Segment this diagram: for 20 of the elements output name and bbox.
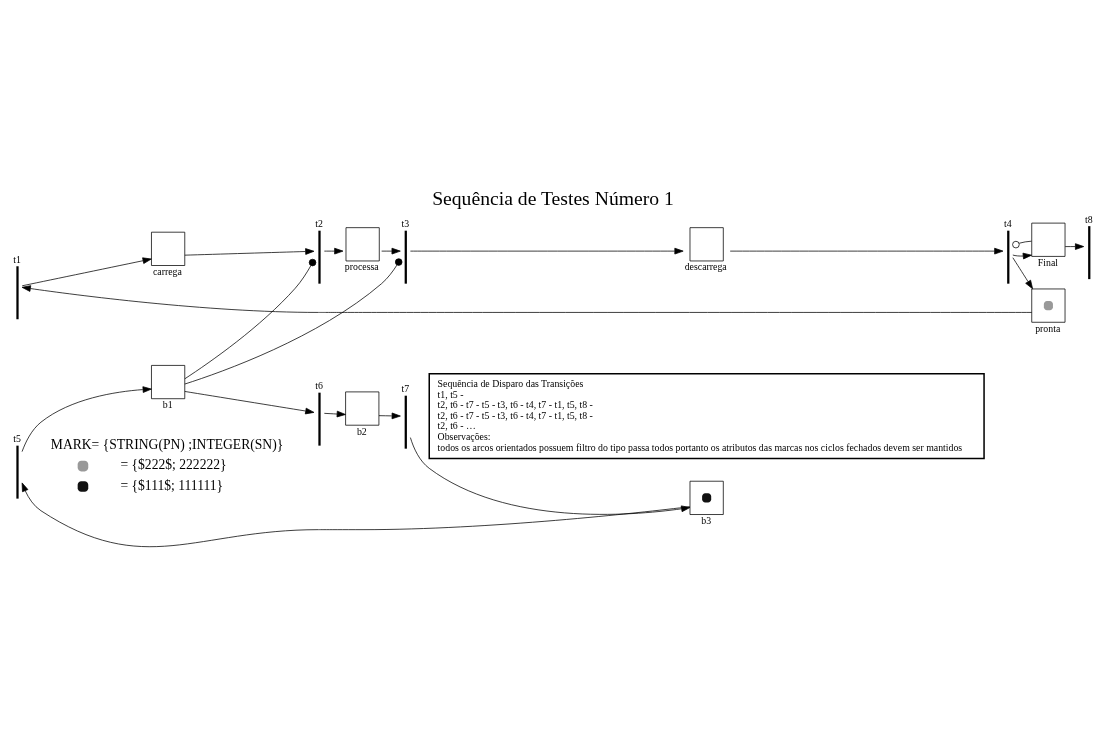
node-label: b2 <box>356 425 367 437</box>
node-label: b3 <box>701 514 712 526</box>
legend-label: = {$222$; 222222} <box>120 457 227 473</box>
node-label: pronta <box>1035 322 1061 334</box>
node-label: carrega <box>152 265 182 277</box>
node-label: t3 <box>401 218 410 230</box>
node-label: t2 <box>315 218 323 230</box>
node-label: b1 <box>162 399 173 411</box>
node-label: t7 <box>401 383 410 395</box>
node-label: descarrega <box>684 261 727 273</box>
node-label: t1 <box>13 253 21 265</box>
node-label: processa <box>344 261 379 273</box>
node-label: Final <box>1037 256 1059 268</box>
diagram-title: Sequência de Testes Número 1 <box>432 186 674 209</box>
legend-label: = {$111$; 111111} <box>120 477 224 493</box>
node-label: t8 <box>1085 213 1093 225</box>
label: MARK= {STRING(PN) ;INTEGER(SN)} <box>50 436 284 452</box>
node-label: t5 <box>13 433 21 445</box>
node-label: t6 <box>315 380 323 392</box>
node-label: t4 <box>1004 218 1012 230</box>
